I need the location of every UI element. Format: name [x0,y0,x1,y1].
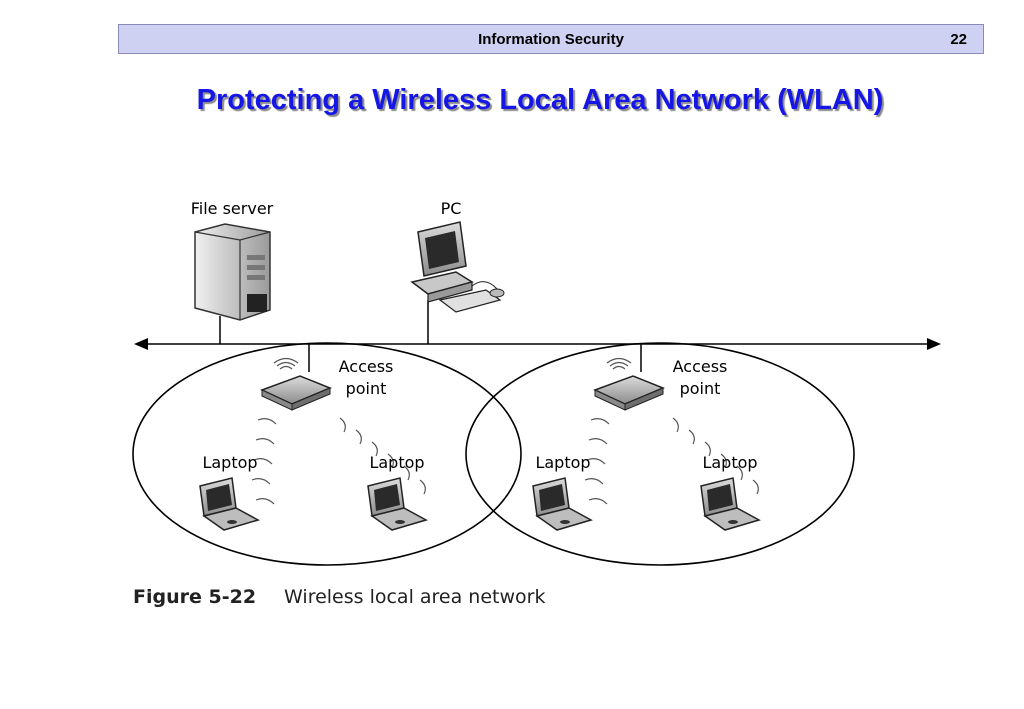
figure-caption-text: Wireless local area network [284,586,546,608]
figure-caption: Figure 5-22 Wireless local area network [133,586,545,608]
laptop-icon [700,477,760,531]
laptop-icon [532,477,592,531]
slide-title: Protecting a Wireless Local Area Network… [196,84,884,116]
access-point-icon [260,357,332,411]
backbone-line [134,300,941,372]
figure-number: Figure 5-22 [133,586,257,608]
signal-waves [584,417,759,505]
laptop-icon [367,477,427,531]
laptop-label: Laptop [369,453,424,472]
laptop-icon [199,477,259,531]
wireless-cell-2: Access point Laptop Laptop [465,342,855,566]
access-point-label-line1: Access [673,357,728,376]
laptop-label: Laptop [702,453,757,472]
header-bar: Information Security 22 [118,24,984,54]
header-title: Information Security [478,31,624,48]
access-point-label-line2: point [680,379,721,398]
file-server-icon [194,223,271,321]
access-point-label-line1: Access [339,357,394,376]
pc-icon [410,221,505,313]
laptop-label: Laptop [535,453,590,472]
access-point-icon [593,357,665,411]
pc-label: PC [441,199,462,218]
access-point-label-line2: point [346,379,387,398]
page-number: 22 [950,31,967,48]
wireless-cell-1: Access point Laptop Laptop [132,342,522,566]
signal-waves [251,417,426,505]
file-server-label: File server [191,199,274,218]
laptop-label: Laptop [202,453,257,472]
